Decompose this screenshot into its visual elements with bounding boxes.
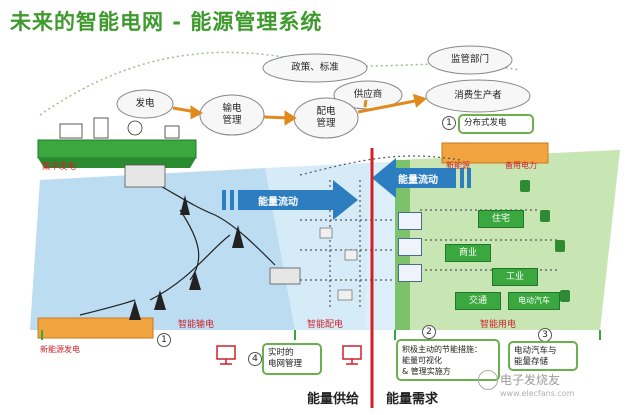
flow-arrow-right-shape bbox=[372, 158, 471, 198]
small-houses bbox=[319, 227, 358, 301]
central-gen-strip bbox=[37, 139, 197, 159]
new-energy-strip bbox=[37, 317, 154, 339]
new-energy-gen-label: 新能源发电 bbox=[40, 345, 80, 354]
cloud-distribution-label: 配电 管理 bbox=[316, 106, 336, 129]
cloud-prosumer bbox=[425, 79, 531, 113]
distributed-strip bbox=[441, 142, 549, 164]
distributed-gen-label: 分布式发电 bbox=[464, 118, 507, 128]
screen-icon-2 bbox=[398, 238, 422, 256]
flow-arrow-left-shape bbox=[222, 180, 358, 220]
building-ev: 电动汽车 bbox=[508, 292, 560, 310]
building-residential: 住宅 bbox=[478, 210, 524, 228]
power-lines bbox=[79, 174, 276, 316]
power-station bbox=[124, 164, 301, 285]
cloud-supplier-label: 供应商 bbox=[353, 89, 383, 100]
page-title: 未来的智能电网 - 能源管理系统 bbox=[10, 10, 323, 34]
flow-right-label: 能量流动 bbox=[398, 175, 438, 186]
callout-1-left-number: 1 bbox=[157, 333, 171, 347]
plant-icons bbox=[59, 117, 180, 139]
cloud-arrows bbox=[172, 93, 427, 126]
distributed-gen-callout: 分布式发电 bbox=[458, 114, 534, 134]
building-transport: 交通 bbox=[455, 292, 501, 310]
new-energy-label: 新能源 bbox=[446, 161, 470, 170]
smart-distribution-label: 智能配电 bbox=[307, 320, 344, 330]
zone-transmission bbox=[30, 168, 295, 330]
callout-ev-storage: 电动汽车与 能量存储 bbox=[508, 341, 578, 371]
smart-consumption-label: 智能用电 bbox=[480, 320, 517, 330]
energy-demand-label: 能量需求 bbox=[386, 392, 439, 407]
callout-2-number: 2 bbox=[422, 325, 436, 339]
smart-transmission-label: 智能输电 bbox=[178, 320, 215, 330]
zone-consumption bbox=[395, 150, 620, 330]
cloud-transmission bbox=[199, 94, 265, 136]
screen-icon-3 bbox=[398, 264, 422, 282]
towers bbox=[129, 195, 244, 320]
building-industrial: 工业 bbox=[492, 268, 538, 286]
cloud-power-gen-label: 发电 bbox=[135, 98, 155, 109]
callout-4-number: 4 bbox=[248, 352, 262, 366]
building-commercial: 商业 bbox=[445, 244, 491, 262]
plants bbox=[520, 180, 570, 302]
backup-power-label: 备用电力 bbox=[505, 161, 537, 170]
cloud-prosumer-label: 消费生产者 bbox=[454, 90, 502, 101]
callout-realtime-grid: 实时的 电网管理 bbox=[262, 343, 322, 375]
monitor-icons bbox=[216, 345, 362, 365]
watermark-url: www.elecfans.com bbox=[500, 389, 575, 398]
cloud-policy-label: 政策、标准 bbox=[291, 62, 339, 73]
watermark-logo-icon bbox=[478, 370, 498, 390]
cloud-supervision bbox=[427, 45, 513, 75]
energy-supply-label: 能量供给 bbox=[307, 392, 360, 407]
watermark-text: 电子发烧友 bbox=[500, 373, 561, 387]
screen-icon-1 bbox=[398, 212, 422, 230]
cloud-transmission-label: 输电 管理 bbox=[222, 103, 242, 126]
flow-left-label: 能量流动 bbox=[258, 197, 298, 208]
central-gen-label: 集中发电 bbox=[42, 162, 77, 172]
bottom-brackets bbox=[41, 330, 601, 340]
cloud-policy bbox=[262, 53, 368, 83]
callout-3-number: 3 bbox=[538, 328, 552, 342]
cloud-power-gen bbox=[116, 89, 174, 119]
cloud-supervision-label: 监管部门 bbox=[450, 54, 489, 65]
callout-1-number: 1 bbox=[442, 116, 456, 130]
